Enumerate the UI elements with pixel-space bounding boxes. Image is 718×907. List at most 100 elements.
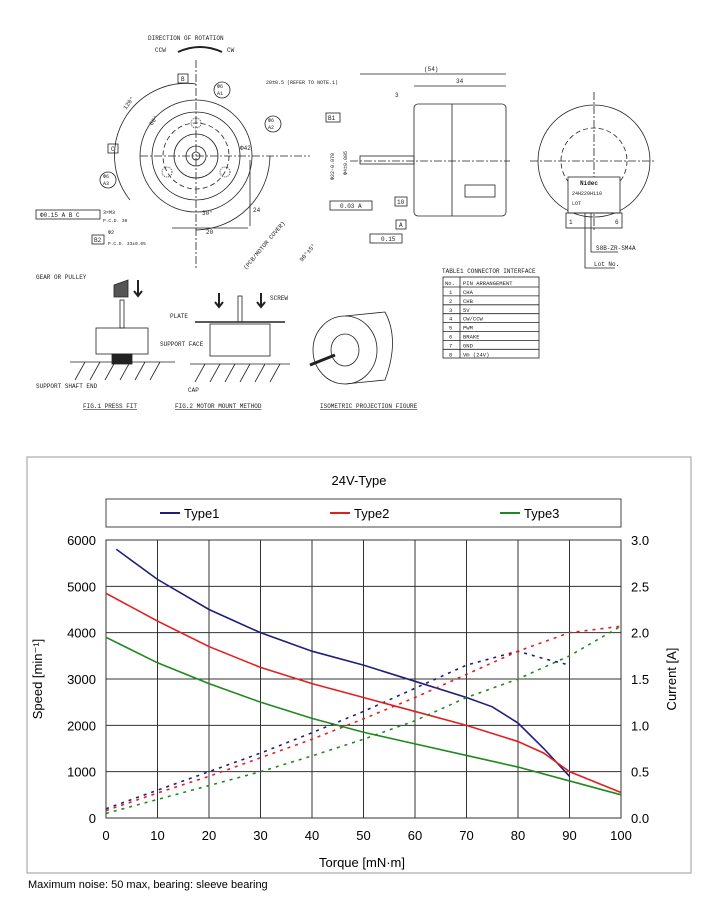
label-lot: LOT (572, 201, 581, 207)
legend-label: Type3 (524, 506, 559, 521)
table-cell-no: 5 (449, 325, 452, 332)
pin-6-label: 6 (615, 219, 619, 226)
rear-view: Nidec 24H220H110 LOT 1 6 S8B-ZR-SM4A Lot… (530, 92, 656, 269)
x-tick-label: 30 (253, 828, 267, 843)
current-line-type1 (105, 650, 570, 810)
dim-dia4: Φ4±0.005 (343, 151, 349, 175)
pin-1-label: 1 (569, 219, 573, 226)
datum-b2: B2 (94, 237, 102, 244)
y2-tick-label: 2.0 (631, 626, 649, 641)
x-tick-label: 0 (102, 828, 109, 843)
dim-24: 24 (253, 207, 261, 214)
speed-line-type2 (105, 592, 622, 794)
hole-a3-dia: Φ6 (103, 174, 109, 180)
flatness-tolerance: 0.15 (381, 236, 396, 243)
hole-a2: A2 (268, 125, 274, 131)
legend-label: Type2 (354, 506, 389, 521)
table-cell-no: 6 (449, 334, 452, 341)
dim-20: 20 (206, 229, 214, 236)
mount-figures: GEAR OR PULLEY SUPPORT SHAFT END FIG.1 P… (36, 274, 418, 410)
footer-note: Maximum noise: 50 max, bearing: sleeve b… (28, 879, 268, 891)
speed-line-type1 (115, 548, 571, 777)
dim-10: 10 (397, 199, 405, 206)
label-brand: Nidec (580, 180, 598, 187)
screw-label: SCREW (270, 295, 288, 302)
hole-a1: A1 (217, 91, 223, 97)
pcb-cover-label: (PCB/MOTOR COVER) (242, 220, 287, 271)
table-cell-no: 8 (449, 351, 452, 358)
table-cell-no: 7 (449, 342, 452, 349)
x-tick-label: 90 (562, 828, 576, 843)
x-tick-label: 40 (305, 828, 319, 843)
y-tick-label: 6000 (67, 533, 96, 548)
pcd-30: P.C.D. 30 (103, 218, 128, 224)
runout-tolerance: 0.03 A (340, 203, 362, 210)
hole-a3: A3 (103, 181, 109, 187)
shaft-note: 20±0.5 (REFER TO NOTE.1) (266, 80, 338, 86)
y-axis-label: Speed [min⁻¹] (30, 639, 45, 720)
dim-30deg: 30° (202, 210, 213, 217)
gear-label: GEAR OR PULLEY (36, 274, 87, 281)
support-shaft-label: SUPPORT SHAFT END (36, 383, 98, 390)
legend-label: Type1 (184, 506, 219, 521)
ccw-label: CCW (155, 47, 166, 54)
datum-b1: B1 (328, 115, 336, 122)
dim-34: 34 (456, 78, 464, 85)
dim-54: (54) (424, 66, 438, 73)
dim-60deg: 60° (148, 114, 160, 127)
y2-tick-label: 3.0 (631, 533, 649, 548)
iso-caption: ISOMETRIC PROJECTION FIGURE (320, 403, 418, 410)
datum-a: A (399, 222, 403, 229)
x-tick-label: 20 (202, 828, 216, 843)
table-cell-no: 1 (449, 289, 453, 296)
y2-tick-label: 0.0 (631, 811, 649, 826)
table-cell-pin: CHA (463, 289, 474, 296)
x-tick-label: 50 (356, 828, 370, 843)
y-tick-label: 2000 (67, 718, 96, 733)
fig1-caption: FIG.1 PRESS FIT (83, 403, 137, 410)
hole-a1-dia: Φ6 (217, 84, 223, 90)
y-tick-label: 0 (89, 811, 96, 826)
arrow-down-icon (133, 280, 143, 298)
arrow-down-icon (214, 293, 224, 309)
table-cell-no: 2 (449, 298, 452, 305)
connector-table: TABLE1 CONNECTOR INTERFACE No. PIN ARRANG… (442, 268, 540, 359)
table-cell-pin: CW/CCW (463, 316, 484, 323)
table-cell-no: 3 (449, 307, 452, 314)
x-tick-label: 80 (511, 828, 525, 843)
y-tick-label: 1000 (67, 765, 96, 780)
dim-dia22: Φ22-0.070 (330, 153, 336, 180)
y2-tick-label: 2.5 (631, 579, 649, 594)
x-axis-label: Torque [mN·m] (319, 855, 405, 870)
pin-dia: Φ2 (108, 230, 114, 236)
y2-axis-label: Current [A] (664, 648, 679, 711)
table-header-pin: PIN ARRANGEMENT (463, 280, 513, 287)
cap-label: CAP (188, 387, 199, 394)
rotation-arrow-icon (177, 46, 223, 53)
table-header-no: No. (445, 280, 455, 287)
chart-title: 24V-Type (332, 473, 387, 488)
support-face-label: SUPPORT FACE (160, 341, 204, 348)
screw-spec: 3×M3 (103, 210, 115, 216)
y2-tick-label: 1.5 (631, 672, 649, 687)
table-cell-pin: PWM (463, 325, 473, 332)
y-tick-label: 5000 (67, 579, 96, 594)
current-line-type3 (105, 625, 622, 815)
dim-3: 3 (395, 92, 399, 99)
y2-tick-label: 1.0 (631, 718, 649, 733)
position-tolerance: Φ0.15 A B C (40, 212, 80, 219)
datum-c: C (111, 146, 115, 153)
x-tick-label: 100 (610, 828, 632, 843)
fig2-caption: FIG.2 MOTOR MOUNT METHOD (175, 403, 262, 410)
table-cell-no: 4 (449, 316, 453, 323)
x-tick-label: 60 (408, 828, 422, 843)
speed-line-type3 (105, 636, 622, 796)
table-cell-pin: 5V (463, 307, 470, 314)
x-tick-label: 70 (459, 828, 473, 843)
arrow-down-icon (256, 293, 266, 309)
table-title: TABLE1 CONNECTOR INTERFACE (442, 268, 536, 275)
table-cell-pin: BRAKE (463, 334, 480, 341)
lot-no-label: Lot No. (594, 261, 619, 268)
